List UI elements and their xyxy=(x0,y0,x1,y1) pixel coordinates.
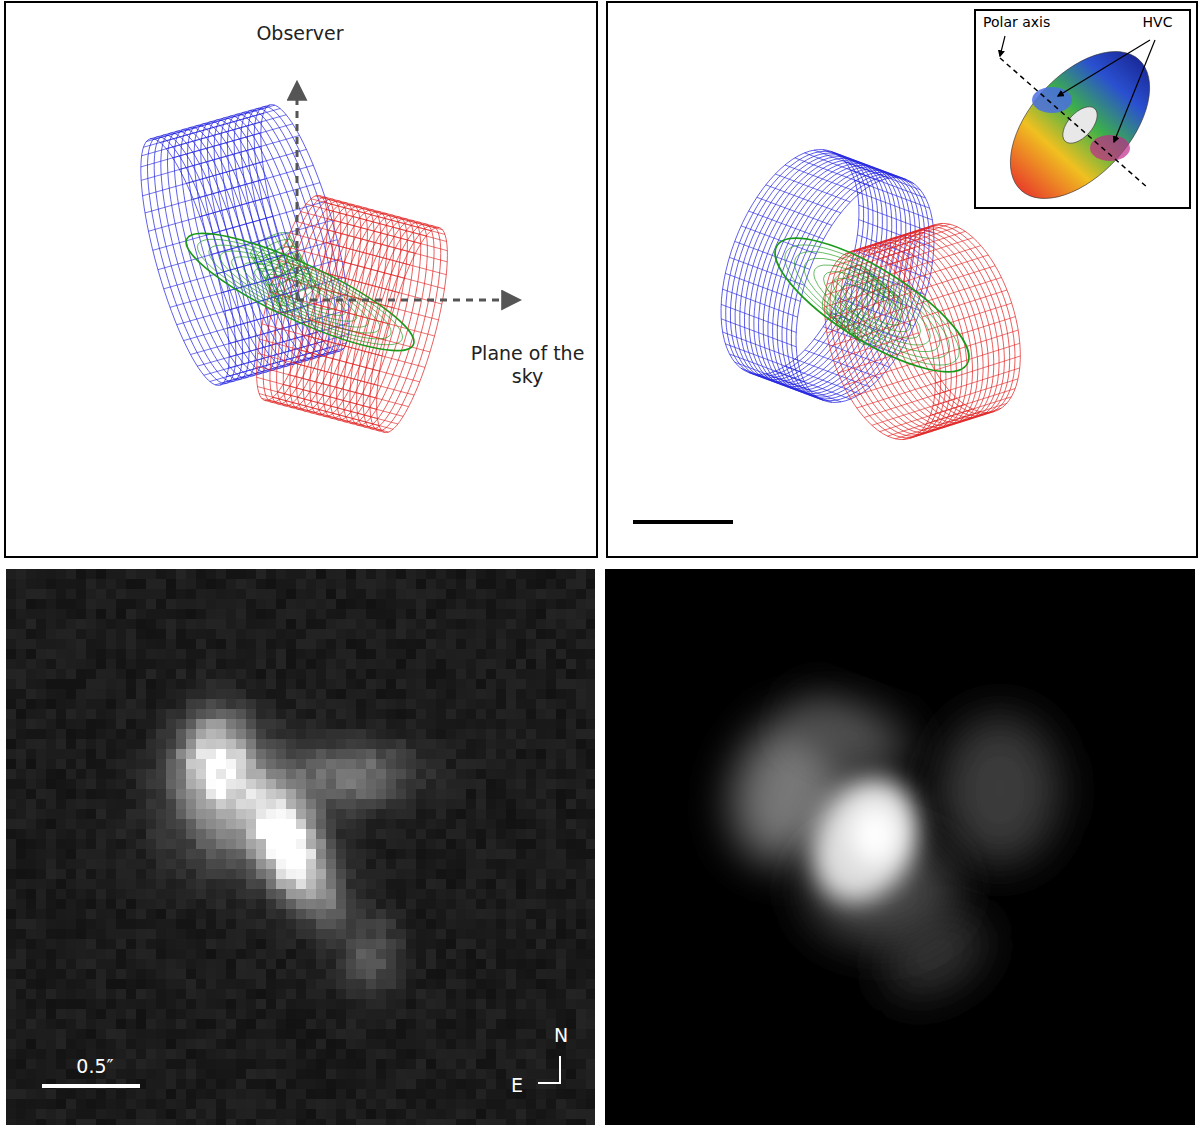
axis-label: Plane of the sky xyxy=(470,342,585,388)
inset xyxy=(975,10,1190,224)
compass xyxy=(538,1082,561,1084)
inset-label: HVC xyxy=(1135,14,1180,31)
panel-frame xyxy=(5,2,597,557)
compass-label: N xyxy=(550,1024,572,1047)
inset-label: Polar axis xyxy=(983,14,1078,31)
observer-axis xyxy=(296,84,299,300)
panel-frame xyxy=(607,2,1197,557)
scale-bar xyxy=(633,520,733,524)
compass xyxy=(559,1056,561,1084)
wireframe-model xyxy=(141,105,448,433)
observed-image xyxy=(6,569,595,1125)
axis-label: Observer xyxy=(250,22,350,45)
scale-bar xyxy=(42,1084,140,1088)
observed-image xyxy=(6,569,595,1125)
model-image xyxy=(605,569,1195,1125)
scale-label: 0.5″ xyxy=(55,1055,135,1078)
model-image xyxy=(713,686,1060,1013)
sky-axis xyxy=(297,299,518,302)
compass-label: E xyxy=(506,1074,528,1097)
